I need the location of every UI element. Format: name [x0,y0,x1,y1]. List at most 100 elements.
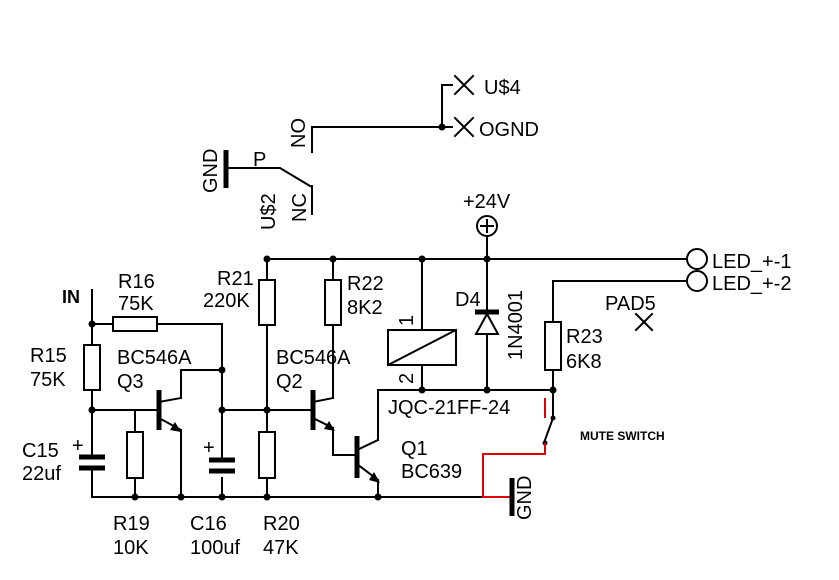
c16-value: 100uf [190,537,240,559]
r21-name: R21 [217,268,254,290]
in-label: IN [62,287,80,307]
led1-label: LED_+-1 [712,251,792,273]
junction [263,493,271,501]
mute-red-bottom [482,443,546,498]
junction [88,406,96,414]
r23-value: 6K8 [566,351,602,373]
r16-value: 75K [118,293,154,315]
led1-pad [686,248,708,270]
junction [131,493,139,501]
diode-d4 [474,309,500,335]
supply-24v: +24V [463,191,511,237]
mute-switch: MUTE SWITCH [482,389,665,498]
junction [177,493,185,501]
pad5-label: PAD5 [605,293,656,315]
q2-collector [311,396,335,404]
coil-pin2-label: 2 [396,373,418,384]
junction [418,386,426,394]
c15-name: C15 [22,440,59,462]
r15-value: 75K [30,369,66,391]
c16-plus-sign: + [203,437,215,459]
mute-switch-label: MUTE SWITCH [580,429,665,443]
junction [218,366,226,374]
ground-bottom: GND [509,476,536,520]
supply-plus [480,219,494,233]
junctions [88,255,557,501]
junction [263,406,271,414]
junction [263,255,271,263]
component-labels: IN R16 75K R15 75K BC546A Q3 R21 220K R2… [22,268,603,559]
gnd-bottom-label: GND [514,476,536,520]
c16-name: C16 [190,513,227,535]
d4-value: 1N4001 [505,290,527,360]
capacitors: + + [72,435,235,474]
resistor-r23 [544,321,562,371]
transistor-q1 [354,436,380,483]
q1-emitter-arrow [369,472,380,483]
q2-type: BC546A [276,347,351,369]
junction [374,493,382,501]
relay-coil: 1 2 [386,315,458,384]
r23-name: R23 [566,326,603,348]
relay-label: JQC-21FF-24 [388,397,510,419]
r21-value: 220K [203,290,250,312]
junction-ognd [438,123,446,131]
r19-name: R19 [113,513,150,535]
r15-name: R15 [30,345,67,367]
resistor-r20 [258,431,276,479]
transistor-q2 [310,390,335,431]
q3-name: Q3 [117,371,144,393]
junction [483,255,491,263]
r20-value: 47K [263,537,299,559]
resistor-r22 [324,279,342,326]
junction [483,386,491,394]
q3-collector [157,396,183,404]
r20-name: R20 [263,513,300,535]
q1-type: BC639 [401,461,462,483]
resistor-r21 [258,279,276,326]
switch-lever [227,167,312,188]
us4-label: U$4 [484,77,521,99]
gnd-top-label: GND [200,149,222,193]
ognd-x-mark [453,116,475,138]
relay-coil-diagonal [386,328,458,367]
q3-type: BC546A [117,347,192,369]
junction [88,320,96,328]
led2-label: LED_+-2 [712,273,792,295]
q2-emitter-arrow [324,421,335,431]
q2-emitter-to-q1-base [332,427,358,456]
c15-value: 22uf [22,463,61,485]
junction [418,255,426,263]
q3-collector-link [180,369,223,399]
diode-triangle [474,311,500,335]
q2-name: Q2 [276,371,303,393]
resistor-r15 [83,344,101,391]
plus24v-label: +24V [463,191,511,213]
no-label: NO [288,118,310,148]
junction [218,406,226,414]
r16-name: R16 [118,271,155,293]
c15-plus-sign: + [72,435,84,457]
r22-value: 8K2 [347,297,383,319]
connectors: LED_+-1 LED_+-2 PAD5 [605,248,792,332]
resistor-r16 [112,316,158,332]
d4-name: D4 [455,289,481,311]
coil-pin1-label: 1 [396,315,418,326]
p-label: P [253,149,266,171]
junction [329,255,337,263]
mute-lever [543,416,555,442]
switch-section: U$4 OGND NO GND P U$2 NC [200,74,539,230]
led2-pad [686,270,708,292]
us4-x-mark [453,74,475,96]
resistors [83,279,562,479]
junction [218,493,226,501]
r22-name: R22 [347,273,384,295]
transistor-q3 [156,390,183,432]
us4-wire [311,84,453,128]
ognd-label: OGND [479,119,539,141]
q1-collector [355,438,380,452]
pad5-x-mark [634,312,654,332]
q3-emitter-arrow [170,422,181,432]
us2-label: U$2 [258,193,280,230]
